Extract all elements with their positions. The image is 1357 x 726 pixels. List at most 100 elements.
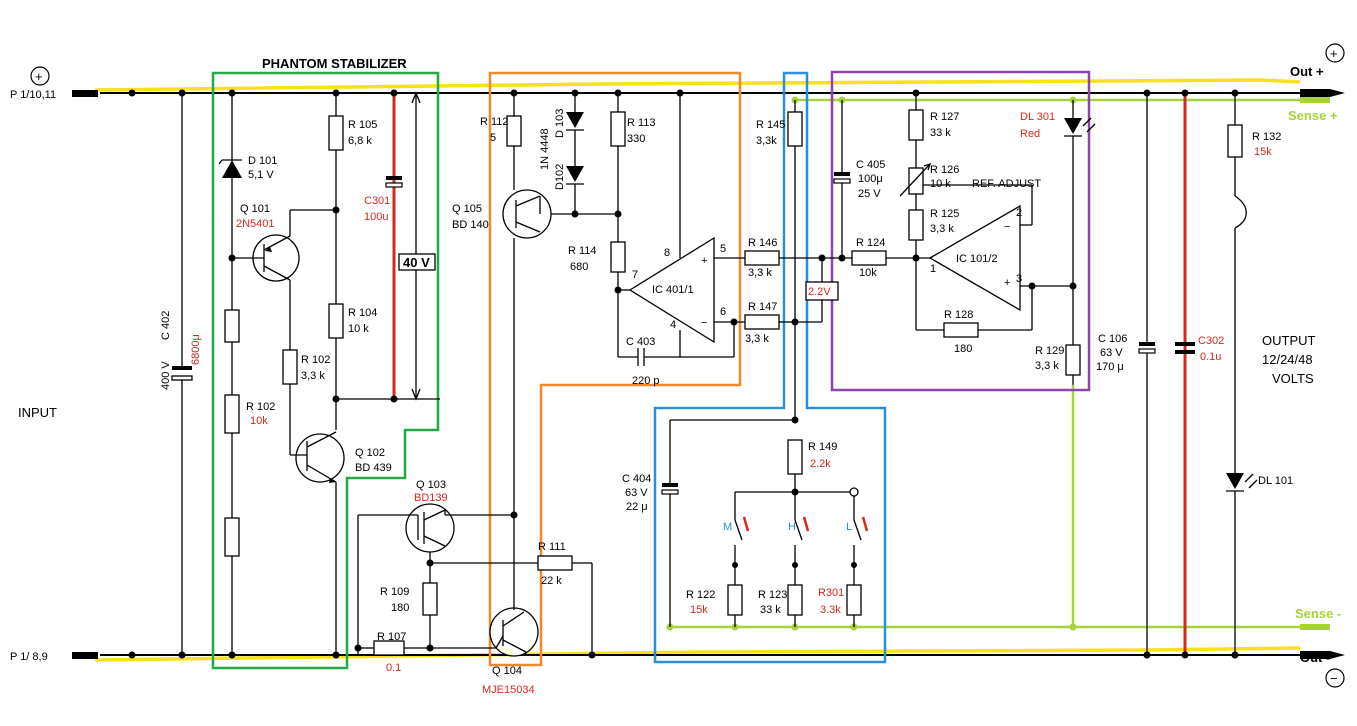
switch-m-label: M — [723, 521, 732, 533]
r132-value: 15k — [1254, 146, 1272, 158]
output-label-1: OUTPUT — [1262, 333, 1316, 348]
out-plus-label: Out + — [1290, 64, 1324, 79]
r147-value: 3,3 k — [745, 333, 769, 345]
c404-name: C 404 — [622, 473, 651, 485]
r114-value: 680 — [570, 261, 588, 273]
input-neg-terminal: P 1/ 8,9 — [10, 651, 48, 663]
pin-4: 4 — [670, 319, 676, 331]
ref-adjust-label: REF. ADJUST — [972, 178, 1041, 190]
r109-value: 180 — [391, 602, 409, 614]
green-section-circuit — [218, 89, 440, 659]
sense-lines — [666, 96, 1330, 631]
r111-name: R 111 — [538, 541, 566, 553]
switch-l-label: L — [846, 521, 852, 533]
q101-part: 2N5401 — [236, 218, 275, 230]
r127-name: R 127 — [930, 111, 959, 123]
purple-section-box — [830, 70, 1091, 392]
ic401-2-label: IC 101/2 — [956, 253, 998, 265]
main-rails — [72, 89, 1345, 659]
ic2-plus: + — [1004, 277, 1010, 289]
out-minus-label: Out - — [1300, 650, 1330, 665]
r147-name: R 147 — [748, 301, 777, 313]
ic2-minus: − — [1004, 221, 1010, 233]
c302-name: C302 — [1198, 335, 1224, 347]
c402-name: C 402 — [160, 311, 172, 340]
r149-name: R 149 — [808, 441, 837, 453]
d101-value: 5,1 V — [248, 169, 274, 181]
out-plus-symbol: + — [1330, 46, 1338, 61]
d103-name: D 103 — [554, 109, 566, 138]
yellow-top-rail — [94, 78, 1301, 92]
r102a-value: 10k — [250, 415, 268, 427]
q103-name: Q 103 — [416, 479, 446, 491]
r125-value: 3,3 k — [930, 223, 954, 235]
r145-name: R 145 — [756, 119, 785, 131]
c403-value: 220 p — [632, 375, 660, 387]
r132-name: R 132 — [1252, 131, 1281, 143]
ic1-plus: + — [701, 255, 707, 267]
input-pos-terminal: P 1/10,11 — [10, 89, 56, 101]
r128-name: R 128 — [944, 309, 973, 321]
dl301-name: DL 301 — [1020, 111, 1055, 123]
c404-capacitance: 22 μ — [626, 501, 648, 513]
out-minus-symbol: − — [1330, 671, 1338, 686]
c406-voltage: 63 V — [1100, 347, 1123, 359]
r122-name: R 122 — [686, 589, 715, 601]
input-plus-symbol: + — [35, 69, 43, 84]
q105-name: Q 105 — [452, 203, 482, 215]
r105-value: 6,8 k — [348, 135, 372, 147]
d102-part: 1N 4448 — [539, 128, 551, 170]
r146-value: 3,3 k — [748, 267, 772, 279]
r111-value: 22 k — [541, 575, 562, 587]
output-label-2: 12/24/48 — [1262, 352, 1313, 367]
pin-7: 7 — [632, 269, 638, 281]
r146-name: R 146 — [748, 237, 777, 249]
r102b-name: R 102 — [301, 354, 330, 366]
c402-capacitance: 6800μ — [190, 334, 202, 365]
section-title: PHANTOM STABILIZER — [262, 56, 407, 71]
q101-name: Q 101 — [240, 203, 270, 215]
dl101-name: DL 101 — [1258, 475, 1293, 487]
r126-name: R 126 — [930, 164, 959, 176]
pin-5: 5 — [720, 243, 726, 255]
r126-value: 10 k — [930, 178, 951, 190]
r102a-name: R 102 — [246, 401, 275, 413]
r145-value: 3,3k — [756, 135, 777, 147]
r149-value: 2.2k — [810, 458, 831, 470]
c301-value: 100u — [364, 211, 388, 223]
pin-8: 8 — [664, 247, 670, 259]
q105-value: BD 140 — [452, 219, 489, 231]
q104-part: MJE15034 — [482, 684, 535, 696]
r104-name: R 104 — [348, 307, 377, 319]
r104-value: 10 k — [348, 323, 369, 335]
q103-part: BD139 — [414, 492, 448, 504]
orange-section-box — [488, 71, 742, 667]
blue-section-box — [653, 71, 887, 664]
c406-capacitance: 170 μ — [1096, 361, 1124, 373]
r129-name: R 129 — [1035, 345, 1064, 357]
sense-plus-label: Sense + — [1288, 108, 1338, 123]
r107-name: R 107 — [377, 631, 406, 643]
ic401-1-label: IC 401/1 — [652, 284, 694, 296]
pin-2: 2 — [1016, 207, 1022, 219]
r112-name: R 112 — [480, 116, 509, 128]
input-label: INPUT — [18, 405, 57, 420]
c405-name: C 405 — [856, 159, 885, 171]
purple-section-circuit — [833, 89, 1096, 385]
c301-name: C301 — [364, 195, 390, 207]
c402-voltage: 400 V — [160, 361, 172, 390]
c404-voltage: 63 V — [625, 487, 648, 499]
r128-value: 180 — [954, 343, 972, 355]
r301-value: 3.3k — [820, 604, 841, 616]
r113-value: 330 — [627, 133, 645, 145]
r113-name: R 113 — [627, 117, 656, 129]
voltage-40v: 40 V — [403, 255, 430, 270]
r123-value: 33 k — [760, 604, 781, 616]
r129-value: 3,3 k — [1035, 360, 1059, 372]
voltage-2-2v: 2.2V — [808, 286, 831, 298]
d101-name: D 101 — [248, 155, 277, 167]
r123-name: R 123 — [758, 589, 787, 601]
r102b-value: 3,3 k — [301, 370, 325, 382]
d102-name: D102 — [554, 164, 566, 190]
